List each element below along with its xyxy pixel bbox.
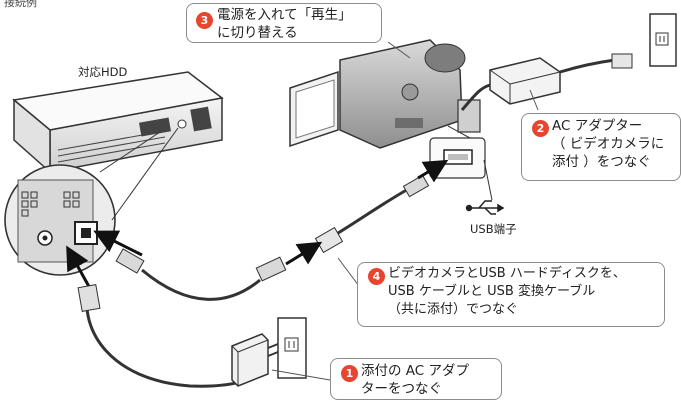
step-3-line-2: に切り替える — [217, 25, 298, 41]
outlet-bottom-icon — [277, 317, 307, 379]
usb-icon — [465, 200, 505, 215]
hdd-icon — [12, 71, 224, 174]
usb-port-zoom-icon — [429, 125, 493, 201]
step-2-callout: 2 AC アダプター （ ビデオカメラに 添付 ）をつなぐ — [521, 113, 681, 181]
step-4-line-3: （共に添付）でつなぐ — [388, 302, 519, 317]
step-2-number-icon: 2 — [532, 120, 549, 137]
step-2-line-3: 添付 ）をつなぐ — [552, 154, 651, 170]
outlet-icon — [649, 13, 677, 67]
step-1-line-1: 添付の AC アダプ — [361, 363, 470, 379]
page-label: 接続例 — [4, 0, 37, 9]
step-1-callout: 1 添付の AC アダプ ターをつなぐ — [330, 358, 502, 400]
usb-terminal-label: USB端子 — [470, 222, 517, 236]
step-2-line-1: AC アダプター — [552, 118, 643, 134]
step-4-line-2: USB ケーブルと USB 変換ケーブル — [388, 284, 596, 299]
step-3-line-1: 電源を入れて「再生」 — [217, 7, 352, 23]
arrow-icon — [93, 230, 143, 257]
hdd-zoom-icon — [4, 164, 116, 276]
camcorder-icon — [289, 39, 481, 149]
step-4-callout: 4 ビデオカメラとUSB ハードディスクを、 USB ケーブルと USB 変換ケ… — [357, 262, 665, 327]
ac-adapter-icon — [460, 53, 633, 111]
step-1-line-2: ターをつなぐ — [361, 381, 442, 397]
ac-adapter-bottom-icon — [231, 333, 279, 387]
step-2-line-2: （ ビデオカメラに — [552, 136, 665, 152]
step-4-line-1: ビデオカメラとUSB ハードディスクを、 — [388, 266, 626, 281]
step-4-number-icon: 4 — [368, 268, 385, 285]
hdd-label: 対応HDD — [78, 65, 128, 79]
step-3-number-icon: 3 — [196, 12, 213, 29]
step-1-number-icon: 1 — [341, 365, 358, 382]
step-3-callout: 3 電源を入れて「再生」 に切り替える — [186, 3, 382, 43]
